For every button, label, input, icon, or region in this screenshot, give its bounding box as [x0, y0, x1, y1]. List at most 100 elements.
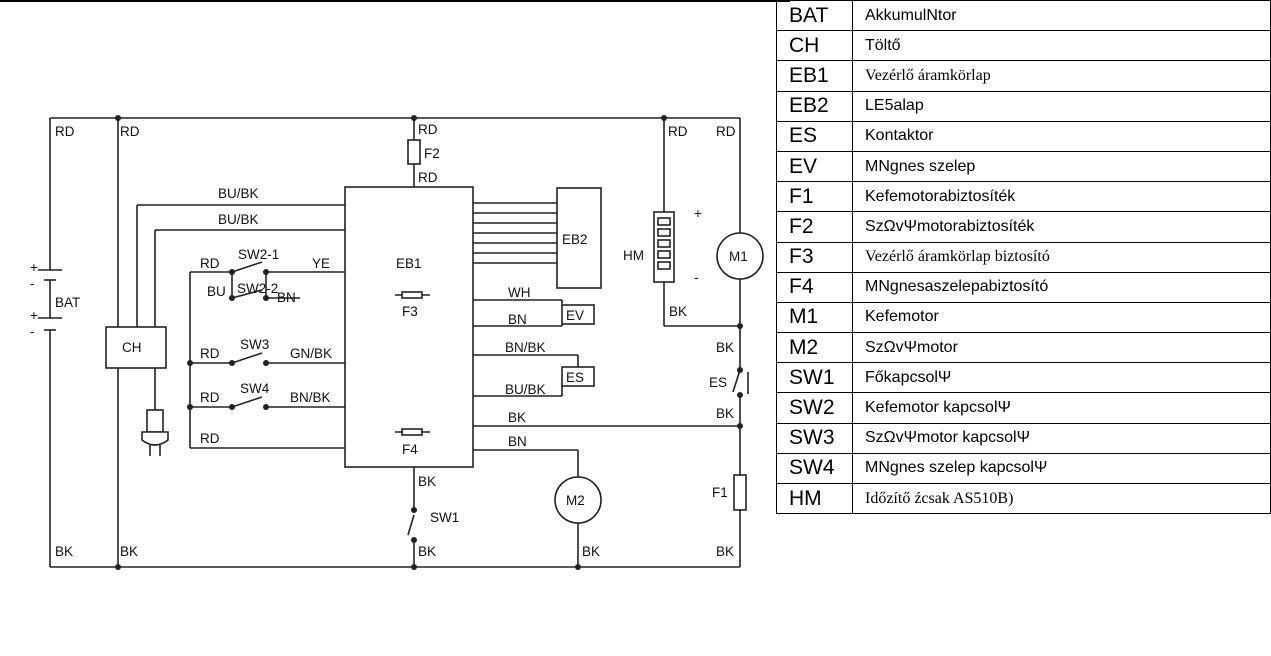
label-bk: BK [120, 544, 138, 559]
f2-fuse [407, 139, 421, 165]
label-bn-bk: BN/BK [290, 390, 331, 405]
label-rd: RD [418, 170, 438, 185]
sw4-switch [231, 396, 345, 408]
label-bn: BN [508, 434, 527, 449]
label-eb2: EB2 [562, 232, 588, 247]
sw2-1-switch [231, 261, 345, 273]
label-m1: M1 [729, 249, 748, 264]
label-bk: BK [669, 304, 687, 319]
label-bk: BK [716, 406, 734, 421]
label-bk: BK [508, 410, 526, 425]
legend-code: EV [776, 150, 853, 183]
sw3-switch [231, 352, 345, 364]
legend-code: EB1 [776, 60, 853, 92]
legend-description: FőkapcsolΨ [852, 362, 1271, 394]
label-bat: BAT [55, 295, 80, 310]
legend-code: F1 [776, 181, 853, 213]
eb1-board [344, 186, 474, 468]
legend-description: LE5alap [852, 90, 1271, 122]
label-bn-bk: BN/BK [505, 340, 546, 355]
eb1-eb2-bus [473, 202, 557, 264]
label-bk: BK [582, 544, 600, 559]
charger-box [105, 326, 167, 369]
legend-description: Időzítő źcsak AS510B) [852, 482, 1271, 515]
top-border-line [0, 0, 790, 2]
label-bu: BU [207, 284, 226, 299]
legend-code: CH [776, 30, 853, 62]
sw2-2-switch [231, 289, 300, 299]
label-rd: RD [716, 124, 736, 139]
label-bn: BN [277, 290, 296, 305]
label-bn: BN [508, 312, 527, 327]
label-plus: + [694, 206, 702, 221]
legend-description: MNgnes szelep kapcsolΨ [852, 452, 1271, 485]
label-sw3: SW3 [240, 337, 269, 352]
legend-description: Kefemotorabiztosíték [852, 181, 1271, 213]
legend-code: SW1 [776, 362, 853, 394]
label-plus: + [30, 308, 38, 323]
label-hm: HM [623, 248, 644, 263]
battery-symbol [38, 269, 62, 331]
label-rd: RD [200, 346, 220, 361]
label-m2: M2 [566, 493, 585, 508]
label-eb1: EB1 [396, 256, 422, 271]
label-minus: - [694, 270, 699, 285]
legend-description: Vezérlő áramkörlap [852, 60, 1271, 92]
legend-code: M2 [776, 332, 853, 364]
legend-code: ES [776, 120, 853, 152]
f4-fuse [395, 428, 430, 436]
legend-code: SW4 [776, 452, 853, 485]
label-rd: RD [55, 124, 75, 139]
junction-dots [115, 115, 743, 570]
legend-code: SW3 [776, 422, 853, 454]
legend-description: Vezérlő áramkörlap biztosító [852, 241, 1271, 273]
label-bk: BK [716, 544, 734, 559]
label-f3: F3 [402, 304, 418, 319]
label-sw2-1: SW2-1 [238, 247, 279, 262]
legend-description: MNgnes szelep [852, 150, 1271, 183]
label-minus: - [30, 324, 35, 339]
label-sw2-2: SW2-2 [237, 281, 278, 296]
legend-code: F3 [776, 241, 853, 273]
label-f1: F1 [712, 485, 728, 500]
label-es-switch: ES [709, 375, 727, 390]
f3-fuse [395, 291, 430, 299]
label-rd: RD [200, 256, 220, 271]
legend-description: MNgnesaszelepabiztosító [852, 271, 1271, 303]
label-rd: RD [200, 431, 220, 446]
label-ye: YE [312, 256, 330, 271]
es-contactor-coil [561, 366, 595, 387]
legend-code: F2 [776, 211, 853, 243]
legend-description: Töltő [852, 30, 1271, 62]
plug-icon [141, 409, 169, 456]
legend-code: EB2 [776, 90, 853, 122]
label-ch: CH [122, 340, 142, 355]
hm-pins [657, 217, 671, 270]
label-bu-bk: BU/BK [218, 212, 259, 227]
label-bk: BK [418, 544, 436, 559]
legend-description: Kefemotor kapcsolΨ [852, 392, 1271, 424]
m1-motor [716, 232, 764, 280]
label-f2: F2 [424, 146, 440, 161]
label-f4: F4 [402, 442, 418, 457]
legend-code: SW2 [776, 392, 853, 424]
legend-description: Kontaktor [852, 120, 1271, 152]
label-bu-bk: BU/BK [505, 382, 546, 397]
label-rd: RD [200, 390, 220, 405]
label-rd: RD [668, 124, 688, 139]
legend-code: F4 [776, 271, 853, 303]
